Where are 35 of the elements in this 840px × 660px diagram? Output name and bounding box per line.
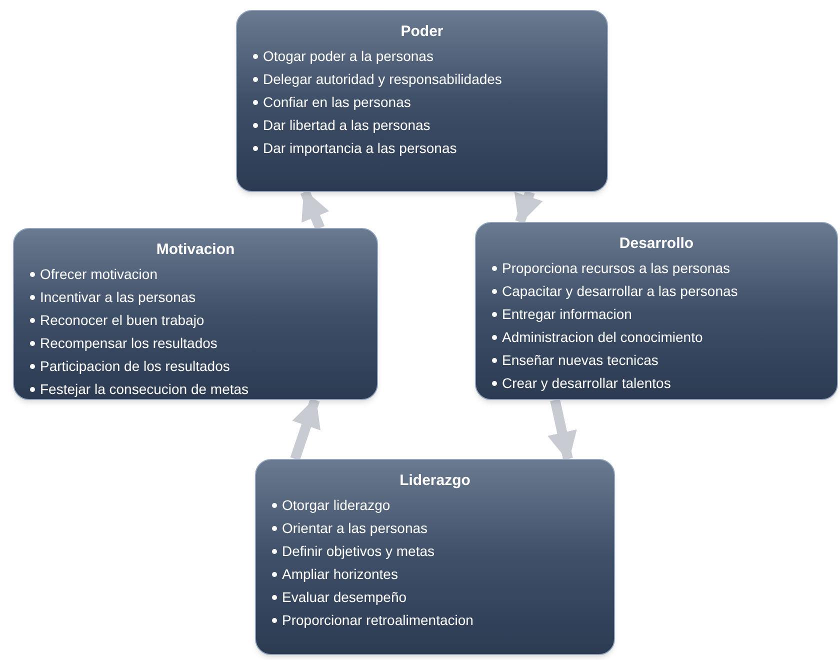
bullet-item: Definir objetivos y metas [282,542,435,561]
bullet-item: Enseñar nuevas tecnicas [502,351,658,370]
bullet-item: Proporciona recursos a las personas [502,259,730,278]
box-title: Liderazgo [398,471,472,491]
arrow [290,397,321,461]
bullet-item: Ampliar horizontes [282,565,398,584]
bullet-item: Administracion del conocimiento [502,328,703,347]
bullet-item: Otogar poder a la personas [263,47,434,66]
bullet-item: Ofrecer motivacion [40,265,158,284]
bullet-item: Reconocer el buen trabajo [40,311,204,330]
arrow [300,189,330,230]
bullet-item: Confiar en las personas [263,93,411,112]
bullet-item: Festejar la consecucion de metas [40,380,249,399]
bullet-item: Entregar informacion [502,305,632,324]
process-box [236,10,608,192]
bullet-item: Incentivar a las personas [40,288,196,307]
arrow [548,398,577,462]
arrow [514,190,543,225]
bullet-item: Evaluar desempeño [282,588,407,607]
bullet-item: Participacion de los resultados [40,357,230,376]
box-title: Poder [400,22,444,42]
bullet-item: Dar importancia a las personas [263,139,457,158]
box-title: Motivacion [155,240,236,260]
bullet-item: Orientar a las personas [282,519,428,538]
bullet-item: Otorgar liderazgo [282,496,390,515]
box-title: Desarrollo [618,234,695,254]
process-box [255,459,615,655]
bullet-item: Dar libertad a las personas [263,116,430,135]
bullet-item: Delegar autoridad y responsabilidades [263,70,502,89]
bullet-item: Recompensar los resultados [40,334,218,353]
bullet-item: Capacitar y desarrollar a las personas [502,282,738,301]
process-box [13,228,378,400]
process-box [475,222,838,400]
bullet-item: Proporcionar retroalimentacion [282,611,474,630]
bullet-item: Crear y desarrollar talentos [502,374,671,393]
